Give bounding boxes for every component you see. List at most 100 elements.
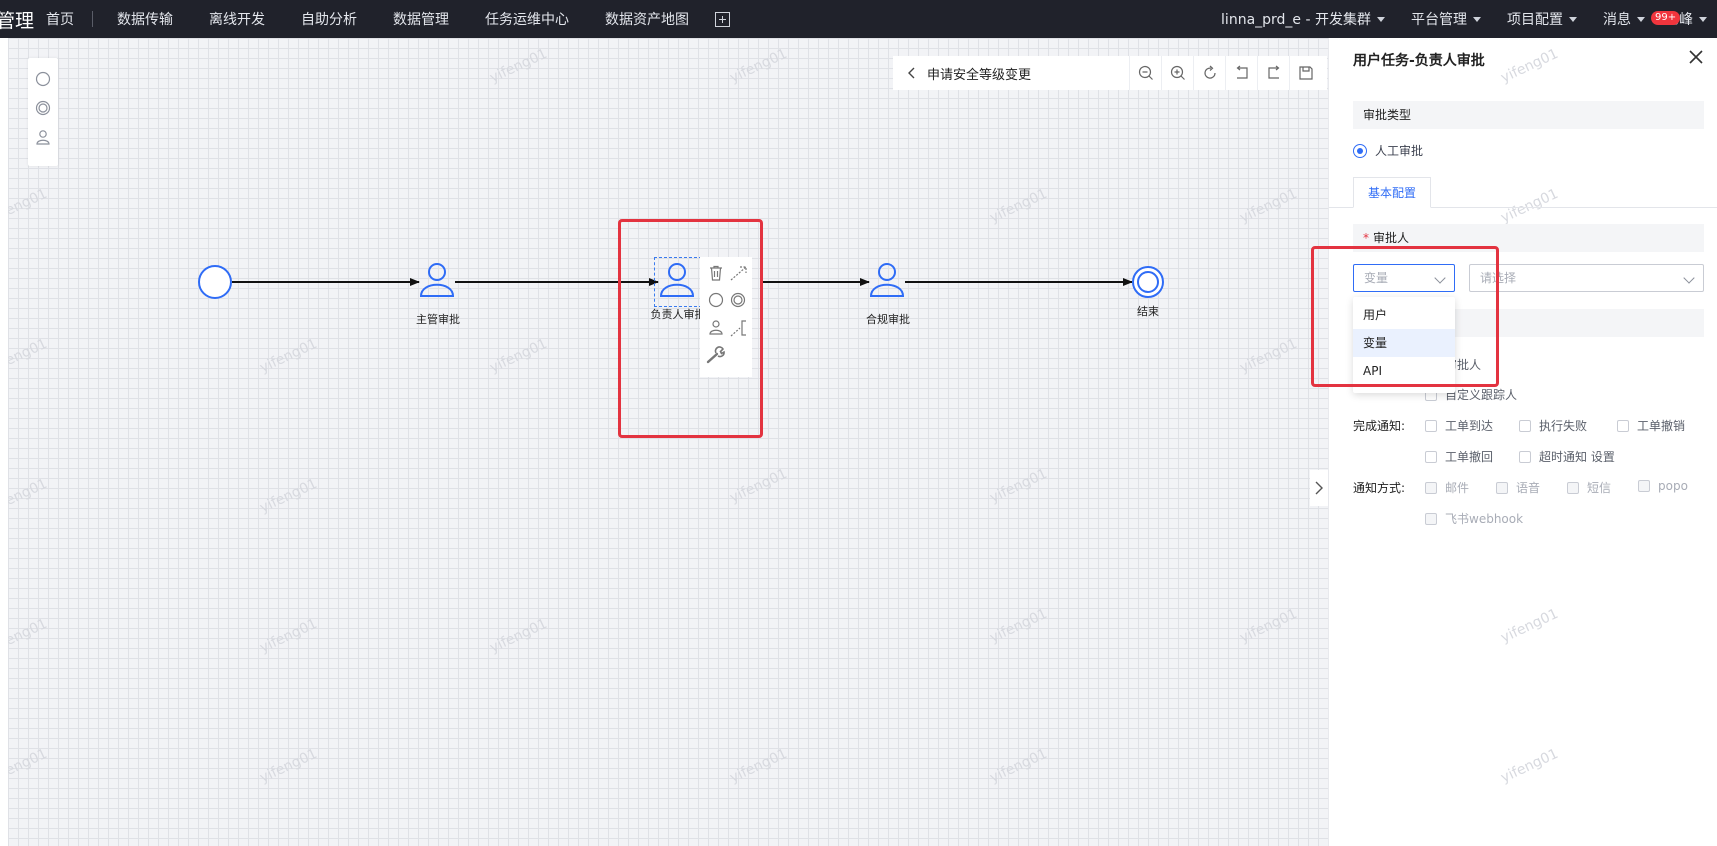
append-start-event-icon[interactable] xyxy=(708,292,724,308)
start-event[interactable] xyxy=(198,265,232,299)
reset-view-button[interactable] xyxy=(1193,56,1225,90)
append-user-task-icon[interactable] xyxy=(708,319,724,335)
dropdown-option-user[interactable]: 用户 xyxy=(1363,308,1388,322)
close-icon[interactable] xyxy=(1687,48,1705,66)
checkbox[interactable] xyxy=(1519,450,1531,463)
back-arrow-icon[interactable] xyxy=(905,66,919,80)
zoom-out-button[interactable] xyxy=(1129,56,1161,90)
user-task-owner[interactable] xyxy=(659,263,695,297)
user-task-icon[interactable] xyxy=(34,128,52,146)
checkbox-popo[interactable]: popo xyxy=(1638,479,1688,493)
checkbox-label: 执行失败 xyxy=(1539,419,1588,433)
end-event-icon[interactable] xyxy=(34,99,52,117)
project-menu[interactable]: 项目配置 xyxy=(1507,9,1577,29)
highlight-box-dropdown xyxy=(1311,246,1499,387)
approver-type-select[interactable]: 变量 xyxy=(1353,264,1455,292)
messages-menu[interactable]: 消息 99+ xyxy=(1603,9,1681,29)
nav-data-transfer[interactable]: 数据传输 xyxy=(117,12,173,28)
message-count-badge: 99+ xyxy=(1651,11,1681,25)
checkbox-email[interactable]: 邮件 xyxy=(1425,479,1469,496)
watermark: yifeng01 xyxy=(1498,45,1561,87)
checkbox-label: 邮件 xyxy=(1445,481,1470,495)
process-title: 申请安全等级变更 xyxy=(927,67,1032,83)
approval-type-section: 审批类型 xyxy=(1353,101,1704,129)
approver-type-dropdown: 用户 变量 API xyxy=(1353,297,1455,393)
checkbox-label: 飞书webhook xyxy=(1445,512,1524,526)
delete-icon[interactable] xyxy=(708,265,724,281)
checkbox-ticket-withdrawn[interactable]: 工单撤回 xyxy=(1425,448,1493,465)
user-task-compliance[interactable] xyxy=(869,263,905,297)
messages-label: 消息 xyxy=(1603,12,1631,28)
project-label: 项目配置 xyxy=(1507,12,1563,28)
nav-asset-map[interactable]: 数据资产地图 xyxy=(605,12,689,28)
checkbox-feishu-webhook[interactable]: 飞书webhook xyxy=(1425,510,1523,527)
radio-button[interactable] xyxy=(1353,143,1367,158)
add-tab-icon[interactable] xyxy=(715,11,730,27)
nav-separator xyxy=(92,11,93,27)
save-button[interactable] xyxy=(1289,56,1321,90)
nav-home[interactable]: 首页 xyxy=(46,12,74,28)
properties-panel: yifeng01 yifeng01 yifeng01 yifeng01 用户任务… xyxy=(1328,38,1717,846)
user-task-supervisor[interactable] xyxy=(419,263,455,297)
checkbox[interactable] xyxy=(1425,512,1437,525)
checkbox-sms[interactable]: 短信 xyxy=(1567,479,1611,496)
redo-button[interactable] xyxy=(1257,56,1289,90)
checkbox-label: popo xyxy=(1658,479,1688,493)
undo-button[interactable] xyxy=(1225,56,1257,90)
nav-self-analysis[interactable]: 自助分析 xyxy=(301,12,357,28)
checkbox-ticket-arrived[interactable]: 工单到达 xyxy=(1425,417,1493,434)
nav-offline-dev[interactable]: 离线开发 xyxy=(209,12,265,28)
dropdown-option-variable[interactable]: 变量 xyxy=(1353,329,1455,357)
checkbox-voice[interactable]: 语音 xyxy=(1496,479,1540,496)
checkbox[interactable] xyxy=(1638,480,1650,492)
chevron-down-icon xyxy=(1569,16,1577,22)
cluster-selector[interactable]: linna_prd_e - 开发集群 xyxy=(1221,9,1385,29)
context-pad xyxy=(700,257,752,377)
radio-manual-approval[interactable]: 人工审批 xyxy=(1353,142,1423,159)
checkbox[interactable] xyxy=(1425,419,1437,432)
chevron-down-icon xyxy=(1683,272,1695,284)
undo-icon xyxy=(1236,65,1248,79)
zoom-out-icon xyxy=(1138,65,1153,80)
checkbox[interactable] xyxy=(1617,419,1629,432)
append-end-event-icon[interactable] xyxy=(730,292,746,308)
approver-select[interactable]: 请选择 xyxy=(1469,264,1704,292)
nav-ops-center[interactable]: 任务运维中心 xyxy=(485,12,569,28)
checkbox-label: 超时通知 设置 xyxy=(1539,450,1615,464)
dropdown-option-api[interactable]: API xyxy=(1363,364,1382,378)
flow-canvas[interactable]: yifeng01 yifeng01 yifeng01 yifeng01 yife… xyxy=(8,38,1328,846)
zoom-in-button[interactable] xyxy=(1161,56,1193,90)
end-event[interactable] xyxy=(1132,266,1164,298)
start-event-icon[interactable] xyxy=(34,70,52,88)
checkbox[interactable] xyxy=(1425,450,1437,463)
completion-notify-label: 完成通知: xyxy=(1353,419,1406,433)
tab-basic-config[interactable]: 基本配置 xyxy=(1353,177,1431,208)
checkbox-exec-failed[interactable]: 执行失败 xyxy=(1519,417,1587,434)
approver-label: 审批人 xyxy=(1373,231,1410,245)
checkbox-label: 工单撤销 xyxy=(1637,419,1686,433)
watermark: yifeng01 xyxy=(1498,185,1561,227)
save-icon xyxy=(1298,66,1313,80)
checkbox[interactable] xyxy=(1567,481,1579,494)
node-label-supervisor: 主管审批 xyxy=(416,313,460,326)
annotation-icon[interactable] xyxy=(730,319,748,337)
panel-toggle-button[interactable] xyxy=(1310,470,1328,506)
platform-menu[interactable]: 平台管理 xyxy=(1411,9,1481,29)
chevron-right-icon xyxy=(1315,481,1323,495)
nav-data-management[interactable]: 数据管理 xyxy=(393,12,449,28)
tab-bar-line xyxy=(1329,207,1717,208)
zoom-in-icon xyxy=(1170,65,1185,80)
checkbox[interactable] xyxy=(1496,481,1508,494)
node-label-compliance: 合规审批 xyxy=(866,313,910,326)
wrench-icon[interactable] xyxy=(706,346,726,364)
cluster-name: linna_prd_e - 开发集群 xyxy=(1221,12,1371,28)
connect-arrow-icon[interactable] xyxy=(730,265,748,281)
checkbox-timeout-notify[interactable]: 超时通知 设置 xyxy=(1519,448,1615,465)
checkbox-ticket-cancelled[interactable]: 工单撤销 xyxy=(1617,417,1685,434)
watermark: yifeng01 xyxy=(1498,605,1561,647)
checkbox[interactable] xyxy=(1425,481,1437,494)
panel-title: 用户任务-负责人审批 xyxy=(1353,53,1485,69)
radio-label: 人工审批 xyxy=(1375,144,1424,158)
checkbox[interactable] xyxy=(1519,419,1531,432)
